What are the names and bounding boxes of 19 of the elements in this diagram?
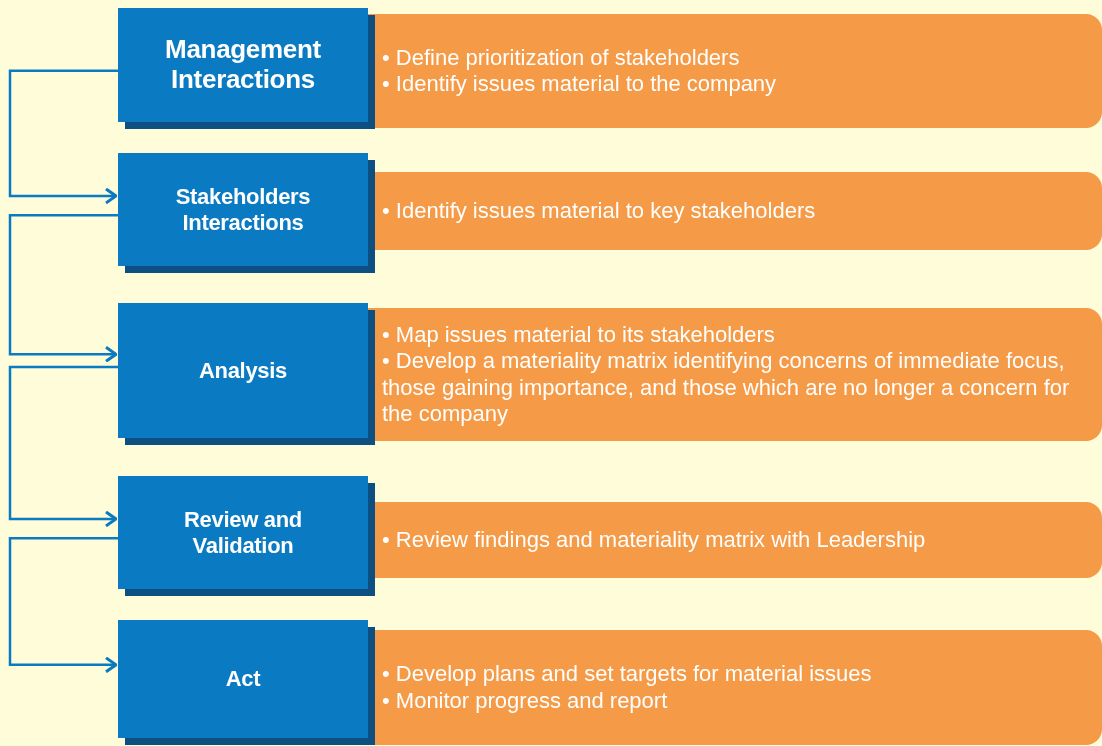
connector-arrow bbox=[8, 213, 118, 363]
bullet-text: • Review findings and materiality matrix with Leadership bbox=[382, 526, 927, 554]
connector-arrow bbox=[8, 536, 118, 674]
bullet-text: • Map issues material to its stakeholders bbox=[382, 321, 776, 349]
bullet-text: • Develop plans and set targets for material issues bbox=[382, 661, 873, 688]
bullet-text: • Identify issues material to the company bbox=[382, 71, 778, 98]
bullet-text: • Monitor progress and report bbox=[382, 687, 669, 714]
connector-arrow bbox=[8, 69, 118, 205]
step-title: Stakeholders Interactions bbox=[174, 184, 312, 235]
bullet-text: • Define prioritization of stakeholders bbox=[382, 44, 741, 71]
connector-arrow bbox=[8, 365, 118, 528]
description-panel bbox=[368, 308, 1102, 441]
step-title: Act bbox=[224, 666, 262, 692]
description-panel bbox=[368, 14, 1102, 128]
step-title: Management Interactions bbox=[164, 35, 322, 95]
step-title: Review and Validation bbox=[182, 507, 303, 558]
bullet-text: • Develop a materiality matrix identifying concerns of immediate focus, those gaining importance, and those which are no longer a concern for the company bbox=[382, 348, 1071, 428]
step-title: Analysis bbox=[197, 357, 289, 384]
bullet-text: • Identify issues material to key stakeholders bbox=[382, 197, 817, 225]
